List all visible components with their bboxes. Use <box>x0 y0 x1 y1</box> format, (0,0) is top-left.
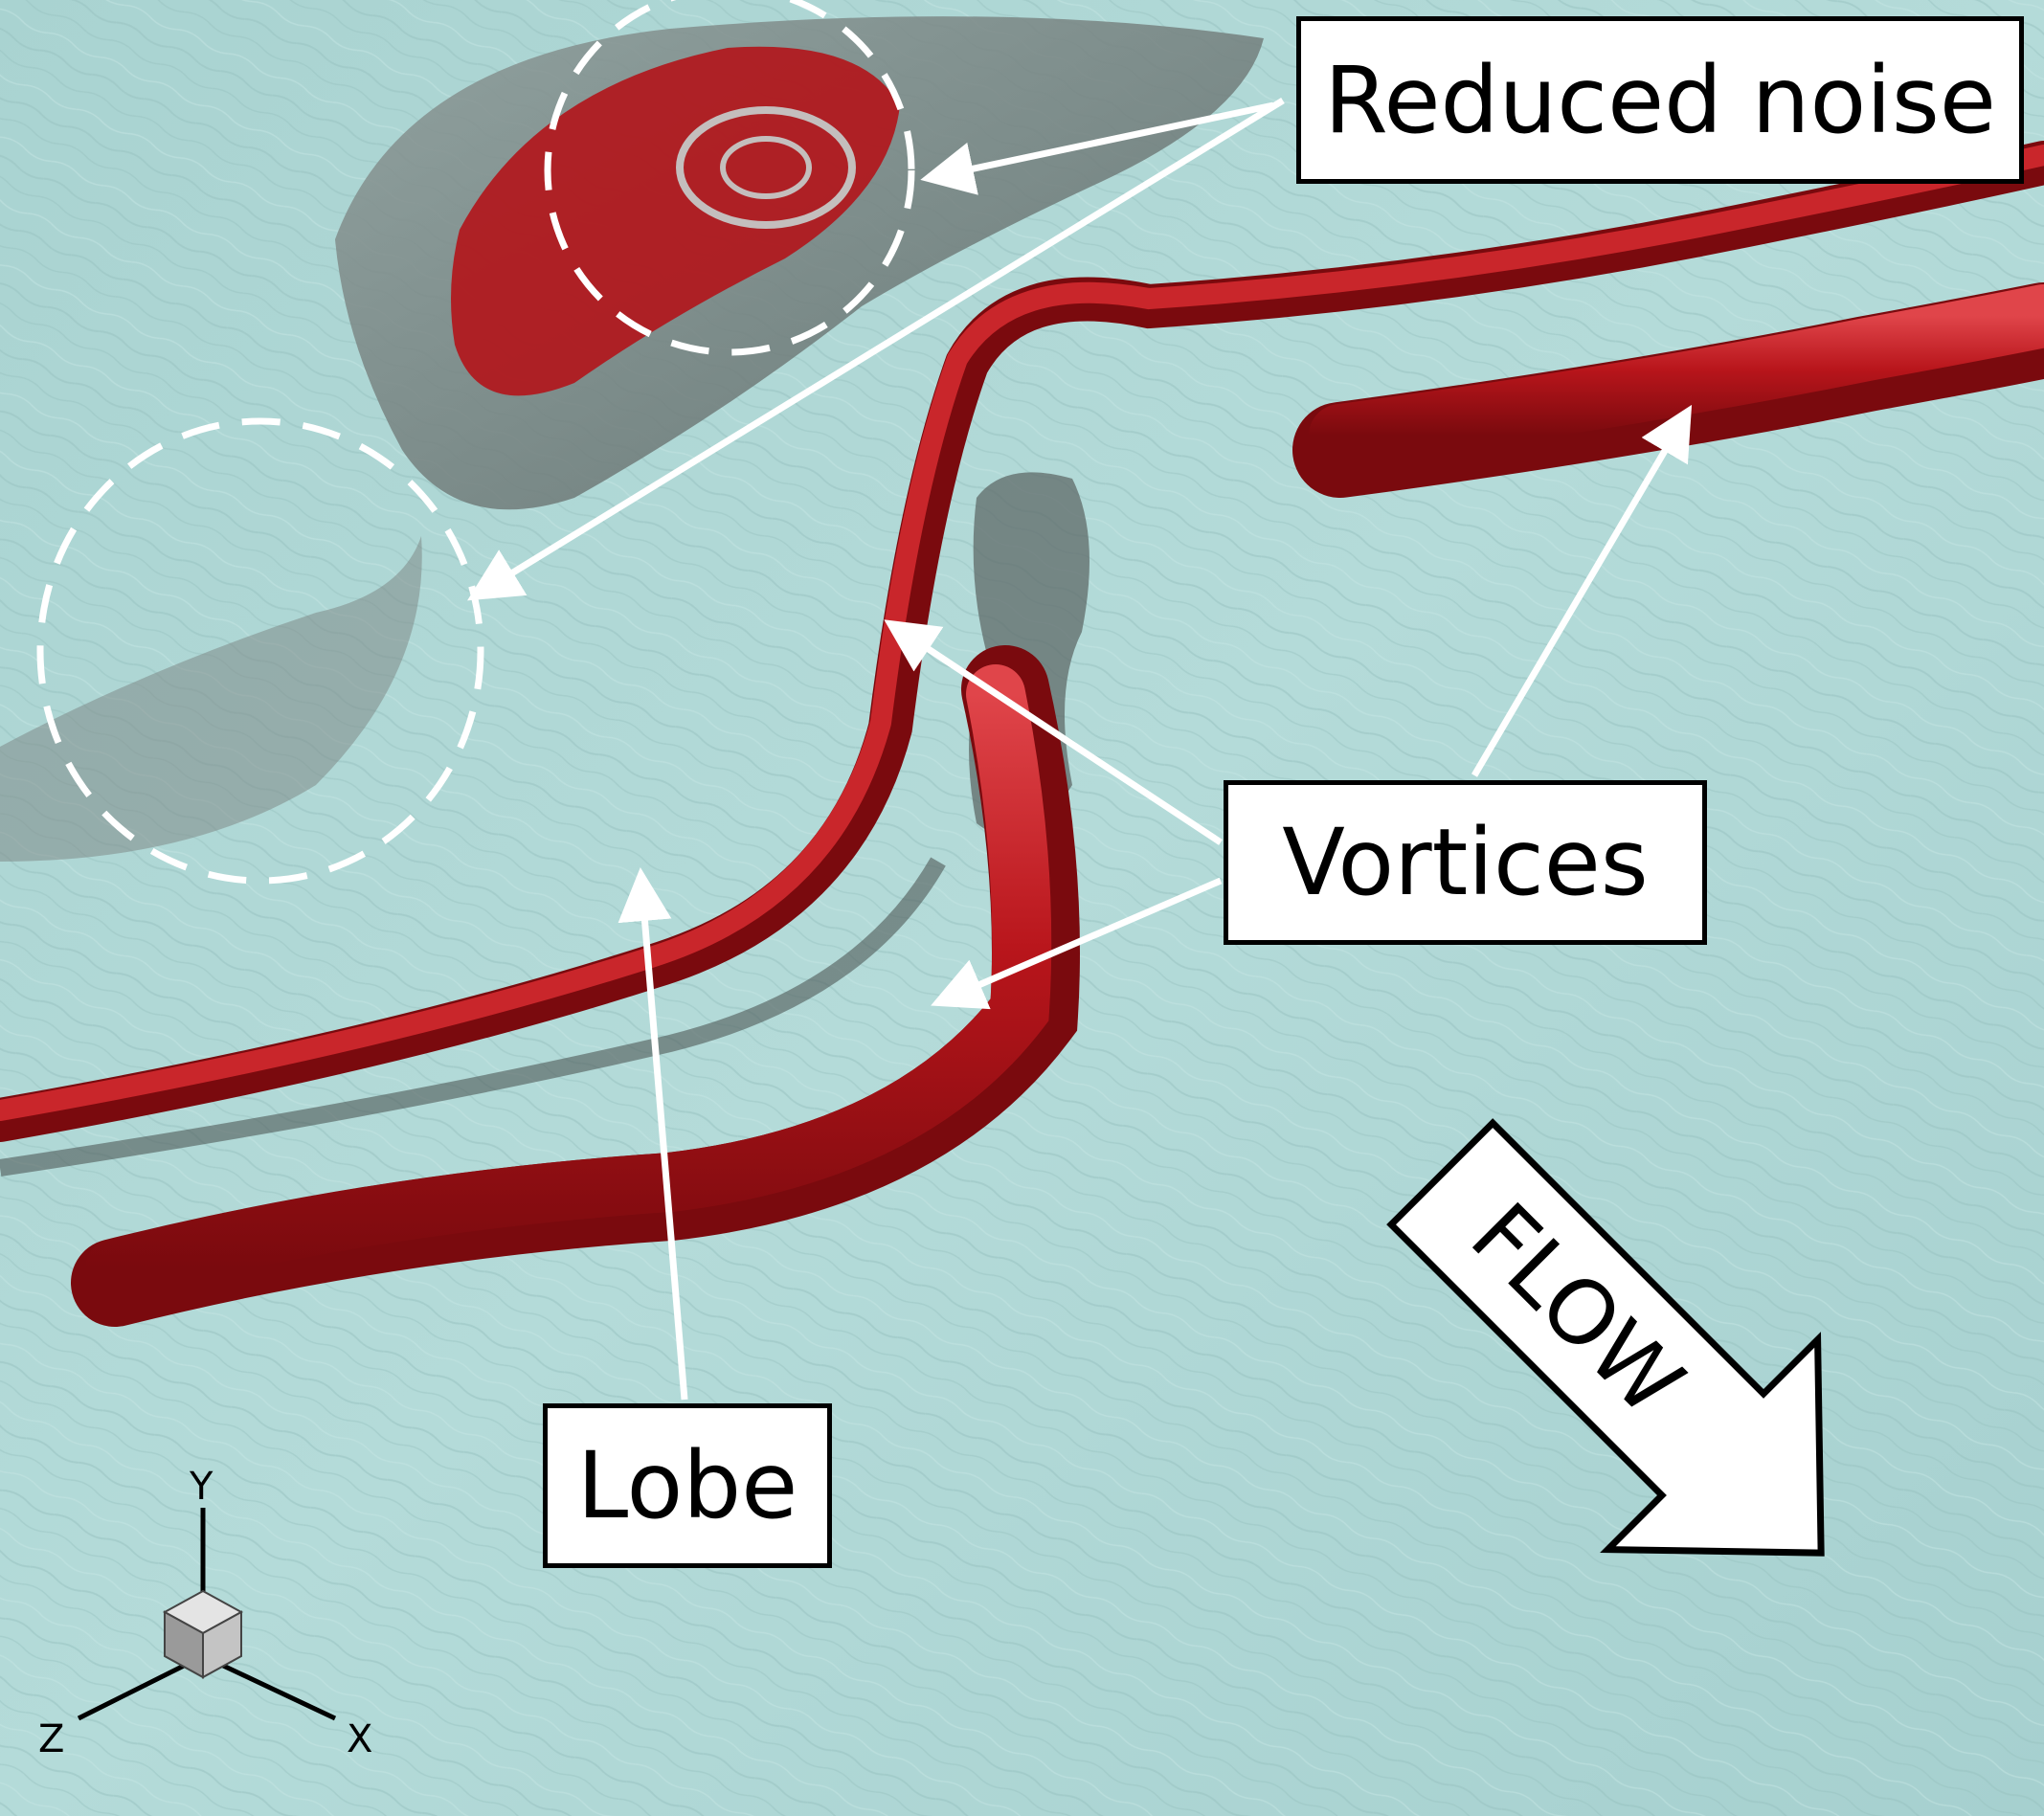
arrow-reduced-noise-top <box>920 101 1274 195</box>
annotation-arrows <box>467 98 1693 1401</box>
vortex-tube-right-core <box>1309 284 2044 467</box>
lobe-label: Lobe <box>543 1403 832 1568</box>
flow-arrow-shape <box>1386 1118 1825 1557</box>
axis-y-label: Y <box>189 1465 213 1509</box>
vortex-tube-lower-core <box>85 664 1052 1298</box>
arrow-reduced-noise-left <box>467 98 1285 601</box>
axis-x-line <box>201 1653 337 1721</box>
vortices-label: Vortices <box>1224 780 1707 945</box>
grey-lobe-edge <box>0 536 422 862</box>
vortex-tube-upper-core <box>0 145 2044 1121</box>
arrow-vortices-lower <box>931 877 1223 1010</box>
dashed-circle-top <box>544 0 915 356</box>
arrow-vortices-upper <box>884 619 1223 845</box>
axis-cube-right <box>202 1610 242 1679</box>
grey-shadow-strip <box>0 857 946 1177</box>
dashed-circle-left <box>36 417 484 885</box>
noise-ring-inner <box>720 136 812 199</box>
arrow-vortices-right <box>1471 404 1693 777</box>
reduced-noise-label: Reduced noise <box>1296 16 2024 184</box>
noise-ring <box>676 106 856 229</box>
arrow-lobe <box>618 867 688 1401</box>
axis-x-label: X <box>347 1717 372 1761</box>
axis-triad: Y Z X <box>38 1465 372 1761</box>
red-noise-patch <box>451 46 900 396</box>
axis-z-label: Z <box>38 1717 64 1761</box>
